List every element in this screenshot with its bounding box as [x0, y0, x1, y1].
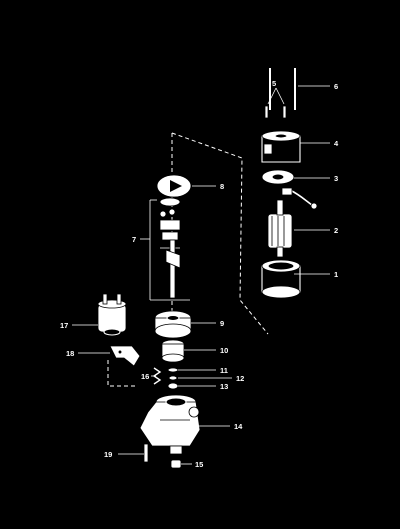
- end-housing: [261, 130, 301, 163]
- frame-housing: [261, 259, 301, 299]
- callout-1: 1: [334, 270, 338, 279]
- screws: [264, 105, 287, 119]
- callout-14: 14: [234, 422, 243, 431]
- drive-housing: [139, 394, 201, 455]
- callout-12: 12: [236, 374, 244, 383]
- callout-10: 10: [220, 346, 228, 355]
- callout-9: 9: [220, 319, 224, 328]
- callout-labels: 1 2 3 4 5 6 7 8 9 10 11 12 13 14 15 16 1…: [60, 79, 339, 469]
- callout-5: 5: [272, 79, 276, 88]
- brush-plate: [261, 169, 318, 210]
- shift-fork: [107, 345, 141, 387]
- callout-3: 3: [334, 174, 338, 183]
- pinion-clutch: [161, 339, 185, 363]
- callout-8: 8: [220, 182, 224, 191]
- callout-7: 7: [132, 235, 136, 244]
- small-rings: [167, 367, 179, 390]
- callout-19: 19: [104, 450, 112, 459]
- callout-11: 11: [220, 366, 228, 375]
- planetary-gear: [154, 310, 192, 339]
- through-bolts: [269, 68, 296, 110]
- callout-15: 15: [195, 460, 203, 469]
- callout-18: 18: [66, 349, 74, 358]
- leader-lines: [72, 85, 330, 465]
- solenoid: [97, 293, 127, 336]
- mounting-bolt: [143, 443, 149, 463]
- callout-6: 6: [334, 82, 338, 91]
- callout-16: 16: [141, 372, 149, 381]
- drive-lever-assembly: [149, 199, 190, 301]
- armature: [267, 199, 293, 258]
- callout-2: 2: [334, 226, 338, 235]
- assembly-guide-right: [171, 132, 269, 335]
- callout-4: 4: [334, 139, 339, 148]
- callout-13: 13: [220, 382, 228, 391]
- spring-retainer: [156, 174, 192, 207]
- callout-17: 17: [60, 321, 68, 330]
- bushing: [170, 459, 182, 469]
